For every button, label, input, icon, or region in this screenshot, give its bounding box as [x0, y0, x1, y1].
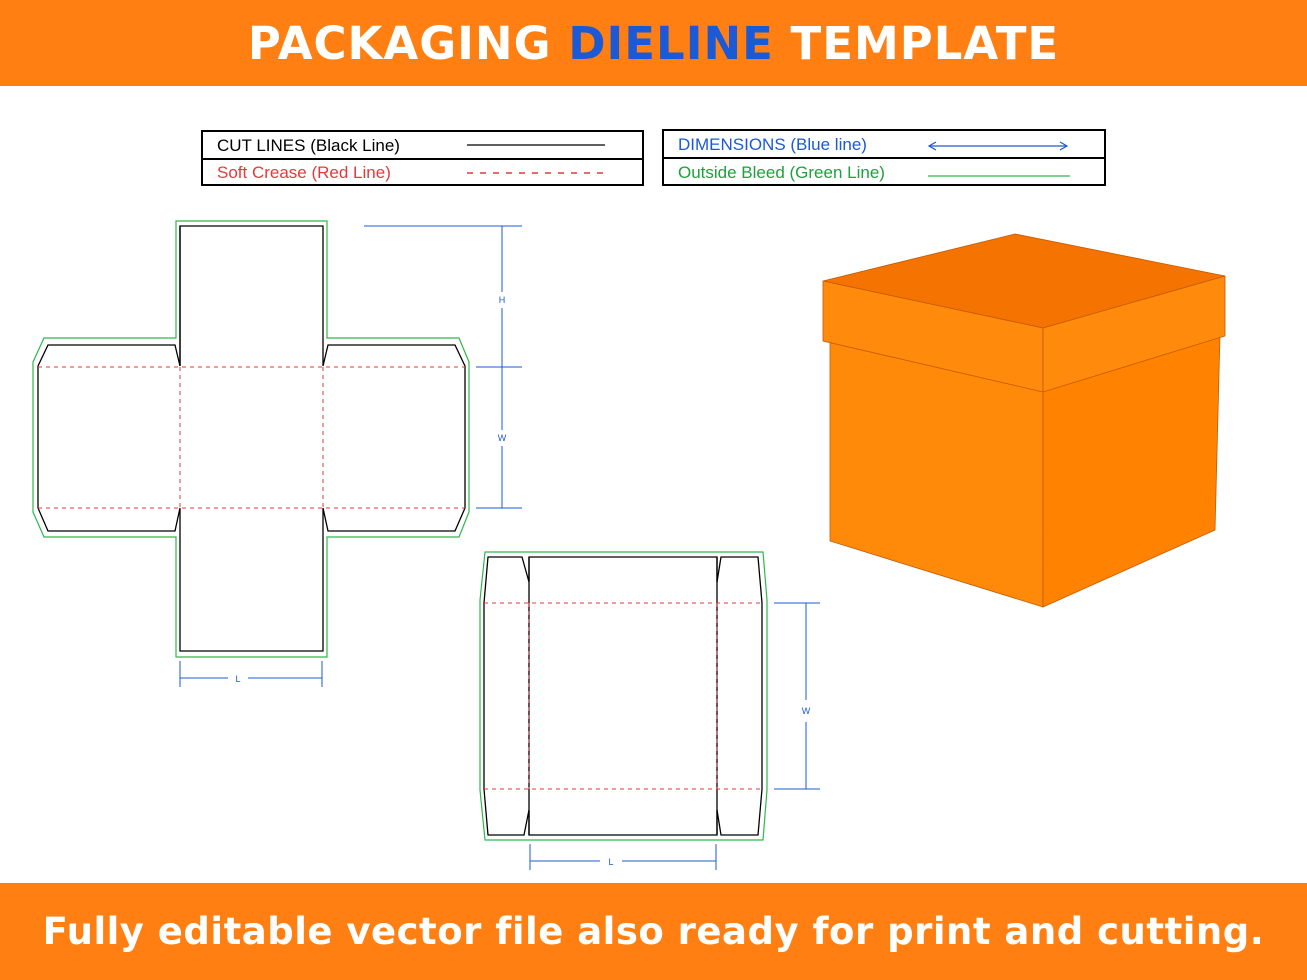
- height-dimension-label: H: [499, 295, 506, 305]
- lid-cut-outline: [483, 556, 763, 836]
- box-lid-side: [1042, 275, 1226, 393]
- title-part-2: TEMPLATE: [773, 16, 1060, 70]
- length-dimension-label: L: [235, 674, 240, 684]
- legend-crease-label: Soft Crease (Red Line): [217, 162, 391, 182]
- width-dimension-label: W: [498, 433, 507, 443]
- base-crease-lines: [38, 366, 465, 509]
- lid-dieline: [479, 551, 768, 841]
- legend-dimensions-label: DIMENSIONS (Blue line): [678, 134, 867, 154]
- legend-divider: [203, 158, 642, 160]
- lid-length-dimension-label: L: [608, 857, 613, 867]
- lid-bleed-outline: [479, 551, 768, 841]
- base-bleed-outline: [32, 220, 470, 658]
- lid-width-dimension-label: W: [802, 706, 811, 716]
- legend-row-dimensions: DIMENSIONS (Blue line): [664, 131, 1104, 158]
- header-banner: PACKAGING DIELINE TEMPLATE: [0, 0, 1307, 86]
- box-3d-illustration: [822, 233, 1226, 608]
- base-dimensions: [179, 225, 522, 687]
- legend-row-bleed: Outside Bleed (Green Line): [664, 159, 1104, 186]
- legend-box-left: CUT LINES (Black Line) Soft Crease (Red …: [201, 130, 644, 186]
- legend-box-right: DIMENSIONS (Blue line) Outside Bleed (Gr…: [662, 129, 1106, 186]
- legend-divider: [664, 157, 1104, 159]
- cut-line-sample: [467, 144, 605, 146]
- bleed-line-sample: [928, 175, 1070, 177]
- legend-bleed-label: Outside Bleed (Green Line): [678, 162, 885, 182]
- footer-tagline: Fully editable vector file also ready fo…: [42, 910, 1265, 953]
- base-dieline: [32, 220, 470, 658]
- page-title: PACKAGING DIELINE TEMPLATE: [248, 17, 1059, 70]
- footer-banner: Fully editable vector file also ready fo…: [0, 883, 1307, 980]
- base-cut-outline: [37, 225, 466, 652]
- lid-crease-lines: [484, 602, 762, 790]
- legend-cut-label: CUT LINES (Black Line): [217, 135, 400, 155]
- title-accent: DIELINE: [568, 16, 774, 70]
- legend-row-crease: Soft Crease (Red Line): [203, 159, 642, 186]
- dimension-arrow-sample: [927, 141, 1069, 151]
- crease-line-sample: [467, 172, 605, 174]
- title-part-1: PACKAGING: [247, 16, 569, 70]
- legend-row-cut: CUT LINES (Black Line): [203, 132, 642, 159]
- lid-dimensions: [529, 602, 820, 870]
